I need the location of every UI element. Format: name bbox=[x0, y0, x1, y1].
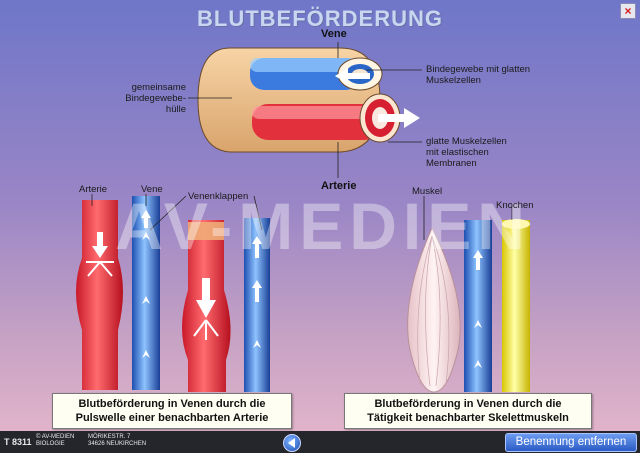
label-bindegewebe: Bindegewebe mit glatten Muskelzellen bbox=[426, 64, 531, 86]
page-title: BLUTBEFÖRDERUNG bbox=[197, 6, 443, 31]
caption-left: Blutbeförderung in Venen durch die Pulsw… bbox=[52, 393, 292, 429]
footer-bar: T 8311 © AV-MEDIEN BIOLOGIE MÖRIKESTR. 7… bbox=[0, 431, 640, 453]
product-code: T 8311 bbox=[4, 437, 32, 447]
caption-right-line2: Tätigkeit benachbarter Skelettmuskeln bbox=[367, 412, 569, 424]
label-venenklappen: Venenklappen bbox=[188, 191, 249, 202]
close-button[interactable]: × bbox=[620, 3, 636, 19]
left-leaders bbox=[91, 194, 263, 231]
arrow-left-icon[interactable] bbox=[283, 434, 301, 452]
address-line2: 34626 NEUKIRCHEN bbox=[88, 441, 147, 447]
artery-vein-pair-2 bbox=[182, 218, 270, 392]
address-line1: MÖRIKESTR. 7 bbox=[88, 434, 131, 440]
label-left-arterie: Arterie bbox=[79, 184, 107, 195]
label-arterie: Arterie bbox=[321, 180, 357, 192]
muscle-bone-group bbox=[407, 219, 530, 393]
caption-right: Blutbeförderung in Venen durch die Tätig… bbox=[344, 393, 592, 429]
label-left-vene: Vene bbox=[141, 184, 163, 195]
label-huelle: gemeinsame Bindegewebe- hülle bbox=[125, 82, 186, 115]
publisher: © AV-MEDIEN BIOLOGIE bbox=[36, 434, 74, 448]
publisher-line1: © AV-MEDIEN bbox=[36, 434, 75, 440]
vessel-cross-section bbox=[197, 47, 420, 153]
caption-left-line1: Blutbeförderung in Venen durch die bbox=[78, 398, 266, 410]
label-knochen: Knochen bbox=[496, 200, 534, 211]
right-leaders bbox=[423, 196, 513, 240]
remove-labels-button[interactable]: Benennung entfernen bbox=[505, 433, 637, 452]
publisher-line2: BIOLOGIE bbox=[36, 441, 65, 447]
illustration bbox=[76, 42, 530, 393]
publisher-address: MÖRIKESTR. 7 34626 NEUKIRCHEN bbox=[88, 434, 146, 448]
label-glatte-muskelzellen: glatte Muskelzellen mit elastischen Memb… bbox=[426, 136, 507, 169]
label-muskel: Muskel bbox=[412, 186, 443, 197]
caption-right-line1: Blutbeförderung in Venen durch die bbox=[374, 398, 562, 410]
caption-left-line2: Pulswelle einer benachbarten Arterie bbox=[75, 412, 269, 424]
label-leaders bbox=[188, 42, 422, 178]
artery-vein-pair-1 bbox=[76, 196, 160, 390]
label-vene: Vene bbox=[321, 28, 347, 40]
